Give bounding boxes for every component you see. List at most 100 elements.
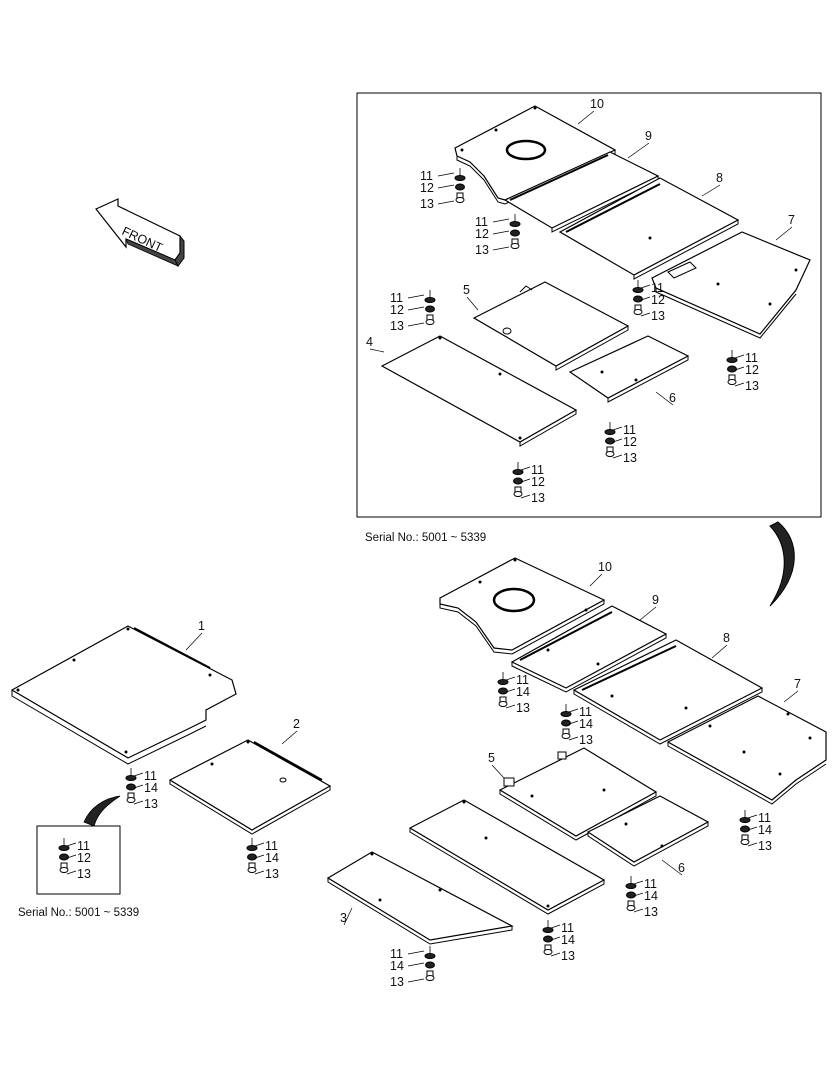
bolt-head	[510, 243, 520, 249]
leader-line	[612, 438, 623, 443]
bolt-head	[727, 379, 737, 385]
leader-line	[633, 892, 644, 897]
long-plate	[408, 799, 606, 915]
flat-washer	[497, 679, 509, 685]
leader-line	[612, 426, 623, 431]
leader-line	[254, 854, 265, 859]
hardware-label: 13	[644, 905, 658, 919]
lock-washer	[626, 891, 636, 899]
flat-washer	[726, 357, 738, 363]
flat-washer	[424, 297, 436, 303]
small-inset-frame	[36, 825, 121, 895]
inset-part-10	[454, 105, 617, 205]
flat-washer	[509, 221, 521, 227]
part-callout: 2	[281, 717, 300, 745]
hardware-label: 13	[758, 839, 772, 853]
leader-line	[505, 704, 516, 709]
lock-washer	[727, 365, 737, 373]
flat-washer	[246, 845, 258, 851]
hardware-label: 11	[265, 839, 278, 853]
inset-part-8	[558, 177, 740, 280]
leader-line	[407, 294, 425, 299]
part-callout: 10	[589, 560, 612, 587]
leader-line	[568, 736, 579, 741]
leader-line	[568, 708, 579, 713]
leader-line	[254, 870, 265, 875]
flat-washer	[454, 175, 466, 181]
part-callout: 3	[340, 907, 353, 926]
lock-washer	[740, 825, 750, 833]
leader-line	[520, 478, 531, 483]
inset-part-5	[472, 281, 630, 371]
hardware-label: 11	[516, 673, 529, 687]
hardware-label: 11	[390, 947, 403, 961]
leader-line	[711, 644, 728, 659]
bolt-head	[740, 839, 750, 845]
flat-washer	[542, 927, 554, 933]
hardware-label: 14	[561, 933, 575, 947]
part-number-label: 9	[652, 593, 659, 607]
flat-washer	[512, 469, 524, 475]
part-number-label: 6	[678, 861, 685, 875]
hardware-label: 11	[623, 423, 636, 437]
lock-washer	[543, 935, 553, 943]
lock-washer	[126, 783, 136, 791]
leader-line	[589, 573, 603, 587]
flat-washer	[125, 775, 137, 781]
hardware-label: 12	[623, 435, 637, 449]
flat-washer	[604, 429, 616, 435]
hardware-label: 11	[745, 351, 758, 365]
part-callout: 5	[488, 751, 505, 779]
flat-washer	[632, 287, 644, 293]
leader-line	[734, 366, 745, 371]
part-callout: 6	[655, 391, 676, 406]
leader-line	[505, 676, 516, 681]
hardware-label: 13	[390, 319, 404, 333]
bolt-head	[498, 701, 508, 707]
leader-line	[466, 296, 479, 311]
leader-line	[407, 978, 425, 983]
leader-line	[437, 200, 455, 205]
leader-line	[775, 226, 793, 241]
bolt-head	[543, 949, 553, 955]
part-6	[586, 795, 710, 867]
hardware-label: 13	[623, 451, 637, 465]
leader-line	[747, 826, 758, 831]
part-callout: 7	[783, 677, 801, 703]
part-callout: 4	[366, 335, 385, 353]
callout-arrow	[769, 521, 795, 607]
leader-line	[133, 800, 144, 805]
lock-washer	[425, 961, 435, 969]
hardware-label: 14	[644, 889, 658, 903]
inset-frame	[356, 92, 822, 518]
part-number-label: 6	[669, 391, 676, 405]
bolt-head	[425, 975, 435, 981]
part-number-label: 5	[488, 751, 495, 765]
front-arrow: FRONT	[95, 198, 185, 267]
part-callout: 7	[775, 213, 795, 241]
leader-line	[369, 348, 385, 353]
leader-line	[640, 284, 651, 289]
leader-line	[633, 908, 644, 913]
part-number-label: 8	[716, 171, 723, 185]
flat-washer	[424, 953, 436, 959]
leader-line	[505, 688, 516, 693]
flat-washer	[560, 711, 572, 717]
flat-washer	[739, 817, 751, 823]
hardware-label: 11	[644, 877, 657, 891]
leader-line	[254, 842, 265, 847]
leader-line	[407, 962, 425, 967]
leader-line	[492, 230, 510, 235]
hardware-label: 11	[420, 169, 433, 183]
part-9	[510, 605, 668, 693]
hardware-label: 11	[77, 839, 90, 853]
hardware-label: 14	[265, 851, 279, 865]
bolt-head	[126, 797, 136, 803]
leader-line	[550, 952, 561, 957]
lock-washer	[605, 437, 615, 445]
part-number-label: 7	[794, 677, 801, 691]
